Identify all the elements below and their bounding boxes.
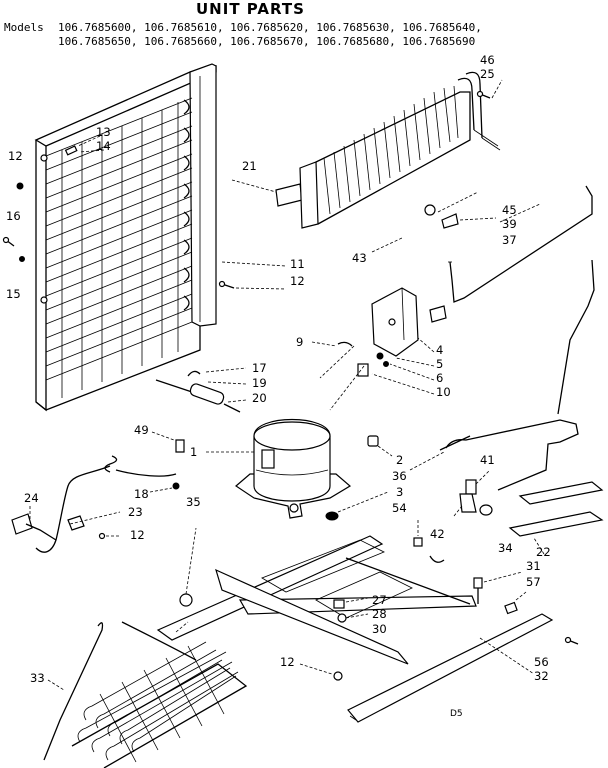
callout-27: 27: [372, 593, 387, 607]
callout-6: 6: [436, 371, 443, 385]
callout-18: 18: [134, 487, 149, 501]
callout-13: 13: [96, 125, 111, 139]
callout-25: 25: [480, 67, 495, 81]
callout-39: 39: [502, 217, 517, 231]
footer-code: D5: [450, 709, 463, 719]
base-frame-part: [156, 527, 477, 665]
callout-12-c: 12: [130, 528, 145, 542]
bottom-screw: [299, 663, 343, 681]
callout-16: 16: [6, 209, 21, 223]
callout-41: 41: [480, 453, 495, 467]
callout-12-b: 12: [290, 274, 305, 288]
callout-19: 19: [252, 376, 267, 390]
power-cord-part: [11, 431, 185, 553]
models-label: Models: [4, 21, 44, 34]
callout-54: 54: [392, 501, 407, 515]
models-line-1: 106.7685600, 106.7685610, 106.7685620, 1…: [58, 21, 482, 34]
callout-35: 35: [186, 495, 201, 509]
relay-cover-part: [319, 287, 447, 411]
leader-lines: [29, 135, 545, 633]
callout-32: 32: [534, 669, 549, 683]
callout-9: 9: [296, 335, 303, 349]
callout-20: 20: [252, 391, 267, 405]
callout-36: 36: [392, 469, 407, 483]
bottom-condenser-part: [43, 621, 248, 768]
callout-49: 49: [134, 423, 149, 437]
callout-34: 34: [498, 541, 513, 555]
callout-31: 31: [526, 559, 541, 573]
callout-33: 33: [30, 671, 45, 685]
callout-45: 45: [502, 203, 517, 217]
callout-42: 42: [430, 527, 445, 541]
callout-56: 56: [534, 655, 549, 669]
callout-57: 57: [526, 575, 541, 589]
part-9: [311, 341, 353, 347]
diagram-title: UNIT PARTS: [196, 0, 305, 18]
callout-30: 30: [372, 622, 387, 636]
callout-14: 14: [96, 139, 111, 153]
condenser-part: [34, 63, 217, 412]
callout-12-a: 12: [8, 149, 23, 163]
side-rail-part: [347, 613, 579, 723]
callout-23: 23: [128, 505, 143, 519]
grommet-parts: [325, 435, 393, 521]
callout-17: 17: [252, 361, 267, 375]
callout-12-d: 12: [280, 655, 295, 669]
callout-11: 11: [290, 257, 305, 271]
callout-22: 22: [536, 545, 551, 559]
drain-pan-part: [508, 481, 604, 537]
callout-2: 2: [396, 453, 403, 467]
heater-tube-part: [424, 185, 593, 303]
callout-15: 15: [6, 287, 21, 301]
compressor-part: [206, 419, 352, 519]
callout-4: 4: [436, 343, 443, 357]
condenser-fasteners: [2, 145, 287, 290]
drier-parts: [453, 469, 493, 517]
small-parts: [333, 520, 527, 623]
callout-24: 24: [24, 491, 39, 505]
evaporator-part: [275, 71, 501, 229]
callout-37: 37: [502, 233, 517, 247]
callout-1: 1: [190, 445, 197, 459]
callout-3: 3: [396, 485, 403, 499]
callout-labels: 46 25 21 13 14 12 16 15 11 12 45 39 37 4…: [6, 53, 551, 719]
callout-5: 5: [436, 357, 443, 371]
callout-10: 10: [436, 385, 451, 399]
callout-21: 21: [242, 159, 257, 173]
callout-46: 46: [480, 53, 495, 67]
tubing-part: [409, 259, 595, 491]
callout-43: 43: [352, 251, 367, 265]
models-line-2: 106.7685650, 106.7685660, 106.7685670, 1…: [58, 35, 475, 48]
evaporator-screw: [476, 79, 503, 99]
start-device-part: [155, 367, 247, 413]
callout-28: 28: [372, 607, 387, 621]
